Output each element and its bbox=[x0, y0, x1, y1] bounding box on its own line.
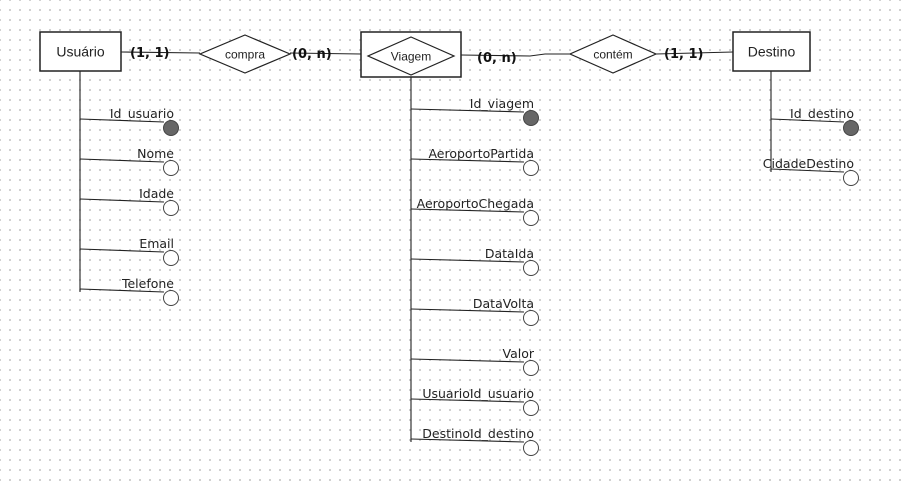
cardinality-viagem-contem: (0, n) bbox=[477, 51, 517, 66]
primary-key-marker[interactable] bbox=[843, 120, 859, 136]
entity-viagem[interactable]: Viagem bbox=[360, 31, 462, 78]
attribute-label: CidadeDestino bbox=[763, 156, 854, 171]
contem-destino-line bbox=[655, 51, 734, 55]
attribute-destino-id-destino[interactable]: Id_destino bbox=[770, 106, 859, 136]
attribute-connector bbox=[410, 208, 525, 213]
attribute-viagem-aeroportopartida[interactable]: AeroportoPartida bbox=[410, 146, 539, 176]
attribute-connector bbox=[79, 158, 165, 163]
attribute-connector bbox=[770, 168, 845, 173]
attribute-marker[interactable] bbox=[163, 250, 179, 266]
attribute-label: Id_usuario bbox=[110, 106, 174, 121]
attribute-viagem-usuarioid-usuario[interactable]: UsuarioId_usuario bbox=[410, 386, 539, 416]
attribute-label: Idade bbox=[139, 186, 174, 201]
primary-key-marker[interactable] bbox=[523, 110, 539, 126]
attribute-marker[interactable] bbox=[523, 400, 539, 416]
attribute-usuario-idade[interactable]: Idade bbox=[79, 186, 179, 216]
attribute-label: Valor bbox=[502, 346, 534, 361]
attribute-connector bbox=[79, 118, 165, 123]
attribute-connector bbox=[410, 398, 525, 403]
entity-viagem-diamond bbox=[366, 36, 456, 76]
entity-destino-box[interactable] bbox=[732, 31, 811, 72]
compra-viagem-line bbox=[289, 52, 362, 55]
cardinality-compra-viagem: (0, n) bbox=[292, 47, 332, 62]
attribute-connector bbox=[410, 158, 525, 163]
attribute-marker[interactable] bbox=[163, 290, 179, 306]
attribute-marker[interactable] bbox=[523, 160, 539, 176]
relationship-lines bbox=[120, 51, 734, 57]
relationship-contem-label: contém bbox=[593, 48, 632, 62]
attribute-usuario-id-usuario[interactable]: Id_usuario bbox=[79, 106, 179, 136]
attribute-label: DestinoId_destino bbox=[422, 426, 534, 441]
relationship-compra-diamond[interactable] bbox=[198, 34, 292, 74]
attribute-connector bbox=[410, 358, 525, 363]
attribute-label: AeroportoChegada bbox=[417, 196, 534, 211]
attribute-viagem-aeroportochegada[interactable]: AeroportoChegada bbox=[410, 196, 539, 226]
cardinalities: (1, 1) (0, n) (0, n) (1, 1) bbox=[130, 46, 703, 66]
attribute-marker[interactable] bbox=[523, 310, 539, 326]
viagem-contem-line bbox=[460, 53, 570, 57]
entity-usuario[interactable]: Usuário bbox=[39, 31, 122, 72]
attribute-connector bbox=[79, 198, 165, 203]
attribute-label: Nome bbox=[137, 146, 174, 161]
attribute-usuario-email[interactable]: Email bbox=[79, 236, 179, 266]
attribute-marker[interactable] bbox=[843, 170, 859, 186]
attribute-connector bbox=[79, 288, 165, 293]
attribute-connector bbox=[410, 438, 525, 443]
attribute-marker[interactable] bbox=[523, 210, 539, 226]
entity-viagem-label: Viagem bbox=[391, 50, 431, 64]
attribute-connector bbox=[410, 308, 525, 313]
attribute-viagem-valor[interactable]: Valor bbox=[410, 346, 539, 376]
attribute-label: DataIda bbox=[485, 246, 534, 261]
entity-usuario-box[interactable] bbox=[39, 31, 122, 72]
attribute-label: Id_viagem bbox=[470, 96, 534, 111]
attribute-label: UsuarioId_usuario bbox=[422, 386, 534, 401]
attribute-viagem-dataida[interactable]: DataIda bbox=[410, 246, 539, 276]
primary-key-marker[interactable] bbox=[163, 120, 179, 136]
attribute-connector bbox=[410, 108, 525, 113]
attribute-connector bbox=[410, 258, 525, 263]
attribute-viagem-destinoid-destino[interactable]: DestinoId_destino bbox=[410, 426, 539, 456]
entity-destino[interactable]: Destino bbox=[732, 31, 811, 72]
relationship-contem-diamond[interactable] bbox=[568, 34, 658, 74]
entity-destino-label: Destino bbox=[748, 44, 796, 60]
attribute-connector bbox=[79, 248, 165, 253]
relationship-compra[interactable]: compra bbox=[198, 34, 292, 74]
attribute-marker[interactable] bbox=[163, 160, 179, 176]
attribute-usuario-telefone[interactable]: Telefone bbox=[79, 276, 179, 306]
cardinality-usuario-compra: (1, 1) bbox=[130, 46, 169, 61]
attribute-marker[interactable] bbox=[523, 260, 539, 276]
attribute-viagem-datavolta[interactable]: DataVolta bbox=[410, 296, 539, 326]
usuario-compra-line bbox=[120, 51, 201, 54]
entity-usuario-label: Usuário bbox=[56, 44, 104, 60]
relationship-compra-label: compra bbox=[225, 48, 265, 62]
attribute-connector bbox=[770, 118, 845, 123]
cardinality-contem-destino: (1, 1) bbox=[664, 47, 703, 62]
attribute-label: DataVolta bbox=[473, 296, 534, 311]
attribute-label: Telefone bbox=[121, 276, 174, 291]
attribute-marker[interactable] bbox=[523, 360, 539, 376]
attribute-label: AeroportoPartida bbox=[428, 146, 534, 161]
attribute-label: Email bbox=[139, 236, 174, 251]
attribute-label: Id_destino bbox=[790, 106, 854, 121]
attribute-marker[interactable] bbox=[523, 440, 539, 456]
attribute-usuario-nome[interactable]: Nome bbox=[79, 146, 179, 176]
attribute-marker[interactable] bbox=[163, 200, 179, 216]
attribute-viagem-id-viagem[interactable]: Id_viagem bbox=[410, 96, 539, 126]
attribute-destino-cidadedestino[interactable]: CidadeDestino bbox=[763, 156, 859, 186]
relationship-contem[interactable]: contém bbox=[568, 34, 658, 74]
